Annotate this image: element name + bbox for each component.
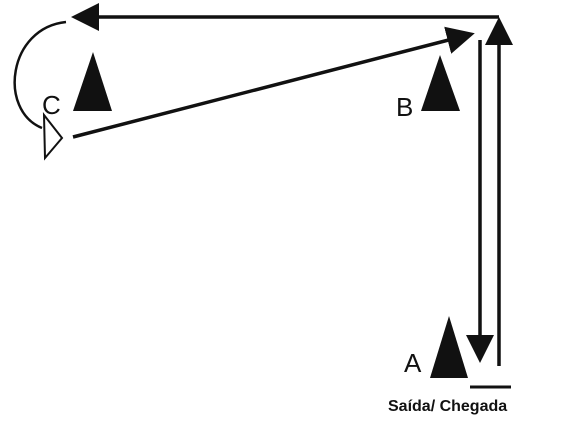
cone-b-label: B [396,92,414,122]
turn-arrowhead-icon [42,112,64,161]
cone-a-label: A [404,348,422,378]
path-c-to-b [72,26,475,139]
cone-a-icon [430,316,468,378]
cone-c-icon [73,52,112,111]
cone-b-icon [421,55,460,111]
path-turn-around-c [13,20,67,130]
cone-c-label: C [42,90,61,120]
start-finish-caption: Saída/ Chegada [388,398,508,415]
